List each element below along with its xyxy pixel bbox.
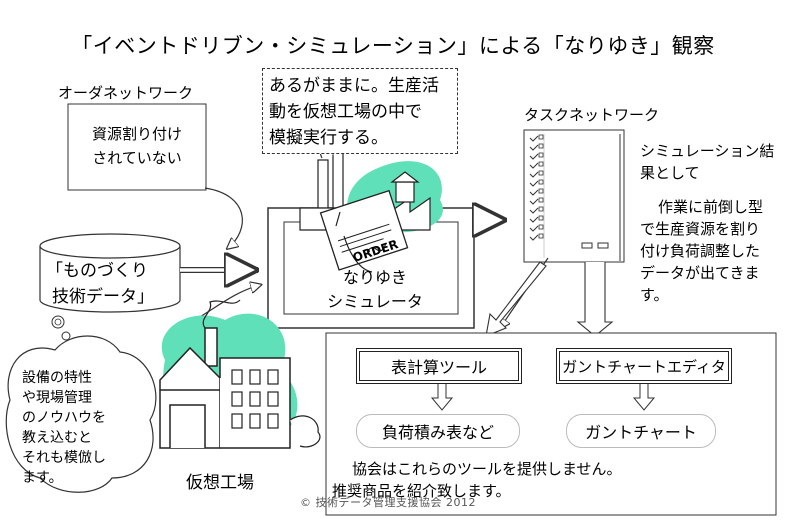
detail-line-1: 作業に前倒し型 <box>658 198 764 216</box>
copyright-text: © 技術データ管理支援協会 2012 <box>300 496 476 509</box>
task-check-box <box>538 161 544 167</box>
task-check-box <box>538 179 544 185</box>
task-check-box <box>538 152 544 158</box>
order-network-box-text: 資源割り付け されていない <box>68 122 206 170</box>
callout-simulation-note: あるがままに。生産活 動を仮想工場の中で 模擬実行する。 <box>262 68 458 154</box>
spreadsheet-tool-box: 表計算ツール <box>356 348 522 384</box>
thought-bubble-text: 設備の特性 や現場管理 のノウハウを 教え込むと それも模倣し ます。 <box>22 368 146 488</box>
task-check-mark <box>529 135 539 142</box>
task-check-mark <box>529 234 539 241</box>
virtual-factory-label: 仮想工場 <box>186 473 254 493</box>
task-check-mark <box>529 180 539 187</box>
notice-line-1: 協会はこれらのツールを提供しません。 <box>352 460 622 478</box>
task-check-mark <box>529 225 539 232</box>
arrow-factory-to-sim <box>197 285 260 319</box>
order-network-line-2: されていない <box>92 149 182 167</box>
factory-window <box>231 413 243 429</box>
task-check-mark <box>529 171 539 178</box>
simulation-detail-note: 作業に前倒し型 で生産資源を割り 付け負荷調整した データが出てきま す。 <box>640 196 782 306</box>
task-check-box <box>538 197 544 203</box>
order-network-line-1: 資源割り付け <box>91 125 182 143</box>
spreadsheet-tool-label: 表計算ツール <box>390 358 487 377</box>
detail-line-4: データが出てきま <box>640 264 760 282</box>
order-document <box>319 189 409 271</box>
task-check-box <box>538 170 544 176</box>
arrow-order-to-sim <box>204 187 243 248</box>
task-check-box <box>538 188 544 194</box>
result-line-2: 果として <box>640 164 700 182</box>
task-check-box <box>538 134 544 140</box>
thought-line-3: のノウハウを <box>22 410 106 426</box>
thought-line-2: や現場管理 <box>22 390 92 406</box>
notice-line-2: 推奨商品を紹介致します。 <box>332 482 511 500</box>
simulator-label: なりゆき シミュレータ <box>300 266 450 314</box>
load-chart-box: 負荷積み表など <box>356 414 520 448</box>
factory-window <box>249 413 261 429</box>
task-check-mark <box>529 153 539 160</box>
task-check-mark <box>529 198 539 205</box>
factory-window <box>249 391 261 407</box>
factory-windows <box>231 369 279 429</box>
factory-window <box>231 391 243 407</box>
gantt-editor-label: ガントチャートエディタ <box>562 357 726 376</box>
factory-window <box>267 413 279 429</box>
order-network-label: オーダネットワーク <box>58 84 194 102</box>
task-check-mark <box>529 207 539 214</box>
thought-line-4: 教え込むと <box>22 430 92 446</box>
callout-line-3: 模擬実行する。 <box>269 128 388 148</box>
gantt-editor-box: ガントチャートエディタ <box>556 348 732 384</box>
simulation-result-note: シミュレーション結 果として <box>640 140 774 184</box>
thought-line-1: 設備の特性 <box>22 370 92 386</box>
task-network-document <box>523 129 625 263</box>
database-cylinder <box>39 233 181 313</box>
tasknet-checkmarks <box>529 134 544 241</box>
task-check-mark <box>529 189 539 196</box>
task-check-box <box>538 224 544 230</box>
factory-window <box>267 369 279 385</box>
thought-line-5: それも模倣し <box>22 450 106 466</box>
gantt-chart-box: ガントチャート <box>566 414 716 448</box>
task-check-box <box>538 143 544 149</box>
task-check-mark <box>529 216 539 223</box>
callout-line-2: 動を仮想工場の中で <box>269 102 422 122</box>
task-check-box <box>538 206 544 212</box>
load-chart-label: 負荷積み表など <box>381 423 494 442</box>
factory-window <box>249 369 261 385</box>
task-check-box <box>538 215 544 221</box>
gantt-chart-label: ガントチャート <box>585 423 697 442</box>
callout-line-1: あるがままに。生産活 <box>269 76 439 96</box>
task-check-mark <box>529 144 539 151</box>
thought-line-6: ます。 <box>22 470 63 486</box>
tools-notice: 協会はこれらのツールを提供しません。 推奨商品を紹介致します。 <box>332 458 622 502</box>
database-line-2: 技術データ」 <box>52 287 154 307</box>
database-line-1: 「ものづくり <box>46 261 148 281</box>
task-network-label: タスクネットワーク <box>524 106 660 124</box>
database-label: 「ものづくり 技術データ」 <box>46 258 176 310</box>
detail-line-2: で生産資源を割り <box>640 220 761 238</box>
page-title: 「イベントドリブン・シミュレーション」による「なりゆき」観察 <box>71 34 715 58</box>
simulator-line-2: シミュレータ <box>327 292 423 311</box>
factory-window <box>267 391 279 407</box>
task-check-box <box>538 233 544 239</box>
simulator-line-1: なりゆき <box>342 268 407 287</box>
thought-bubble-shape <box>5 335 157 493</box>
detail-line-5: す。 <box>640 286 669 304</box>
result-line-1: シミュレーション結 <box>640 142 775 160</box>
detail-line-3: 付け負荷調整した <box>640 242 761 260</box>
order-network-box <box>67 103 207 191</box>
factory-window <box>231 369 243 385</box>
task-check-mark <box>529 162 539 169</box>
